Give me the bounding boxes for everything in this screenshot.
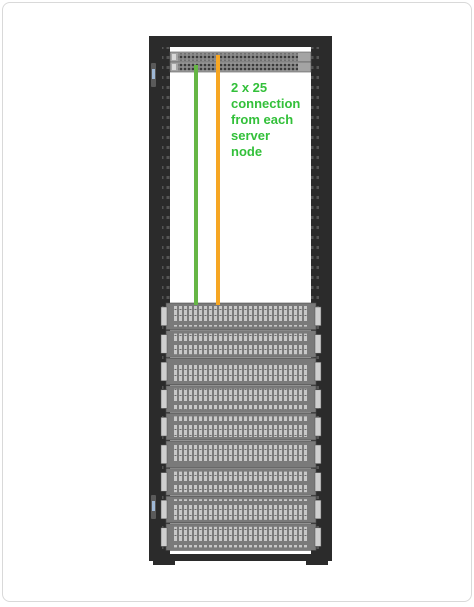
connection-annotation: 2 x 25 connection from each server node	[231, 80, 301, 159]
server-node-icon	[160, 495, 322, 524]
server-node-icon	[160, 385, 322, 413]
server-rack-diagram	[149, 36, 332, 565]
rack-handle-icon	[151, 63, 156, 87]
server-node-icon	[160, 523, 322, 551]
left-rail	[162, 47, 170, 554]
rack-handle-icon	[151, 495, 156, 519]
network-switch-icon	[169, 61, 312, 73]
server-node-stack	[160, 302, 322, 551]
server-node-icon	[160, 302, 322, 330]
network-switch-icon	[169, 51, 312, 63]
rack-foot-left	[153, 559, 175, 565]
network-switch-stack	[169, 51, 312, 73]
server-node-icon	[160, 357, 322, 386]
rack-foot-right	[306, 559, 328, 565]
server-node-icon	[160, 468, 322, 496]
cable-group	[194, 55, 220, 305]
server-node-icon	[160, 413, 322, 441]
right-rail	[311, 47, 319, 554]
server-node-icon	[160, 440, 322, 468]
server-node-icon	[160, 330, 322, 358]
